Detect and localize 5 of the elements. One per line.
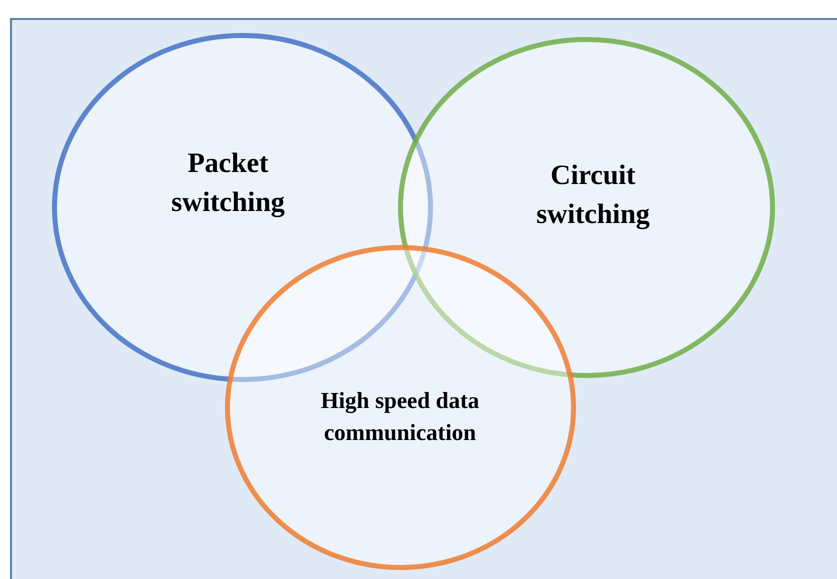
- venn-circle: [224, 244, 576, 570]
- circle-label: High speed data communication: [320, 386, 480, 447]
- circle-label: Packet switching: [170, 146, 286, 220]
- circle-label: Circuit switching: [535, 158, 651, 232]
- venn-circle: [398, 36, 774, 378]
